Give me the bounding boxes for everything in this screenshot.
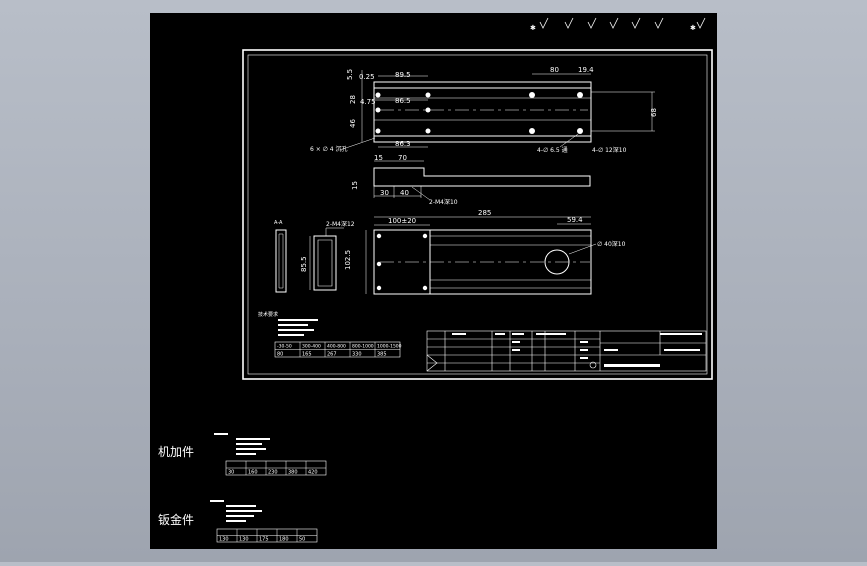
thread-note-end: 2-M4深12 <box>326 220 355 228</box>
lower-notes-2 <box>210 500 262 522</box>
dim-table: -30-50 80 300-400 165 400-800 267 800-1000 330 1… <box>274 341 402 358</box>
hole-note-b: 4-∅ 12深10 <box>592 146 627 154</box>
dim-table-cell-value: 330 <box>352 352 362 358</box>
dim-86-3: 86.3 <box>395 140 411 148</box>
top-view <box>339 70 655 151</box>
title-block <box>426 330 707 372</box>
dim-table-cell-value: 165 <box>302 352 312 358</box>
notes-title: 技术要求 <box>258 311 278 318</box>
border-outer <box>242 49 713 380</box>
lower-table-2-cell-value: 175 <box>259 537 269 543</box>
border-inner <box>247 54 708 375</box>
dim-285: 285 <box>478 209 491 217</box>
svg-text:✱: ✱ <box>690 24 696 32</box>
lower-table-2-cell-value: 50 <box>299 537 305 543</box>
dim-40: 40 <box>400 189 409 197</box>
dim-46: 46 <box>349 119 357 128</box>
dim-70: 70 <box>398 154 407 162</box>
roughness-symbols: ✱ ✱ <box>530 17 706 32</box>
end-views <box>275 227 344 293</box>
lower-table-1-cell-value: 30 <box>228 470 234 476</box>
lower-table-1-cell-value: 420 <box>308 470 318 476</box>
lower-table-1-cell-value: 230 <box>268 470 278 476</box>
side-view <box>373 160 591 201</box>
thread-note-side: 2-M4深10 <box>429 198 458 206</box>
dim-table-cell-header: -30-50 <box>277 344 292 350</box>
dim-100: 100±20 <box>388 217 416 225</box>
lower-table-2: 130 130 175 180 50 <box>216 528 318 543</box>
dim-19-4: 19.4 <box>578 66 594 74</box>
drawing-paper <box>150 13 717 549</box>
dim-table-cell-header: 400-800 <box>327 344 346 350</box>
dim-5-5: 5.5 <box>346 69 354 80</box>
dim-table-cell-value: 80 <box>277 352 283 358</box>
dim-68: 68 <box>650 108 658 117</box>
tech-notes: 技术要求 <box>258 311 318 336</box>
bore-note: ∅ 40深10 <box>597 240 626 248</box>
dim-86-5: 86.5 <box>395 97 411 105</box>
lower-table-1: 30 160 230 380 420 <box>225 460 327 476</box>
dim-4-75: 4.75 <box>360 98 376 106</box>
dim-15: 15 <box>374 154 383 162</box>
lower-notes-1 <box>214 433 270 455</box>
dim-0-25: 0.25 <box>359 73 375 81</box>
dim-80: 80 <box>550 66 559 74</box>
dim-85-5: 85.5 <box>300 256 308 272</box>
title-block-text <box>452 333 702 369</box>
lower-table-1-cell-value: 160 <box>248 470 258 476</box>
lower-table-1-cell-value: 380 <box>288 470 298 476</box>
dim-30: 30 <box>380 189 389 197</box>
dim-table-cell-header: 1000-1500 <box>377 344 402 350</box>
front-view <box>365 216 597 295</box>
label-machined-part: 机加件 <box>158 445 194 459</box>
lower-table-2-cell-value: 130 <box>219 537 229 543</box>
dim-table-cell-header: 800-1000 <box>352 344 374 350</box>
dim-table-cell-value: 385 <box>377 352 387 358</box>
label-sheet-metal-part: 钣金件 <box>158 512 194 527</box>
dim-59-4: 59.4 <box>567 216 583 224</box>
dim-15-side: 15 <box>351 181 359 190</box>
dim-28: 28 <box>349 95 357 104</box>
hole-note-a: 4-∅ 6.5 通 <box>537 146 568 154</box>
hole-note-left: 6 × ∅ 4 沉孔 <box>310 145 348 153</box>
svg-text:✱: ✱ <box>530 24 536 32</box>
dim-table-cell-header: 300-400 <box>302 344 321 350</box>
dim-89-5: 89.5 <box>395 71 411 79</box>
dim-102-5: 102.5 <box>344 250 352 270</box>
lower-table-2-cell-value: 130 <box>239 537 249 543</box>
lower-table-2-cell-value: 180 <box>279 537 289 543</box>
svg-text:A-A: A-A <box>274 220 283 226</box>
dim-table-cell-value: 267 <box>327 352 337 358</box>
